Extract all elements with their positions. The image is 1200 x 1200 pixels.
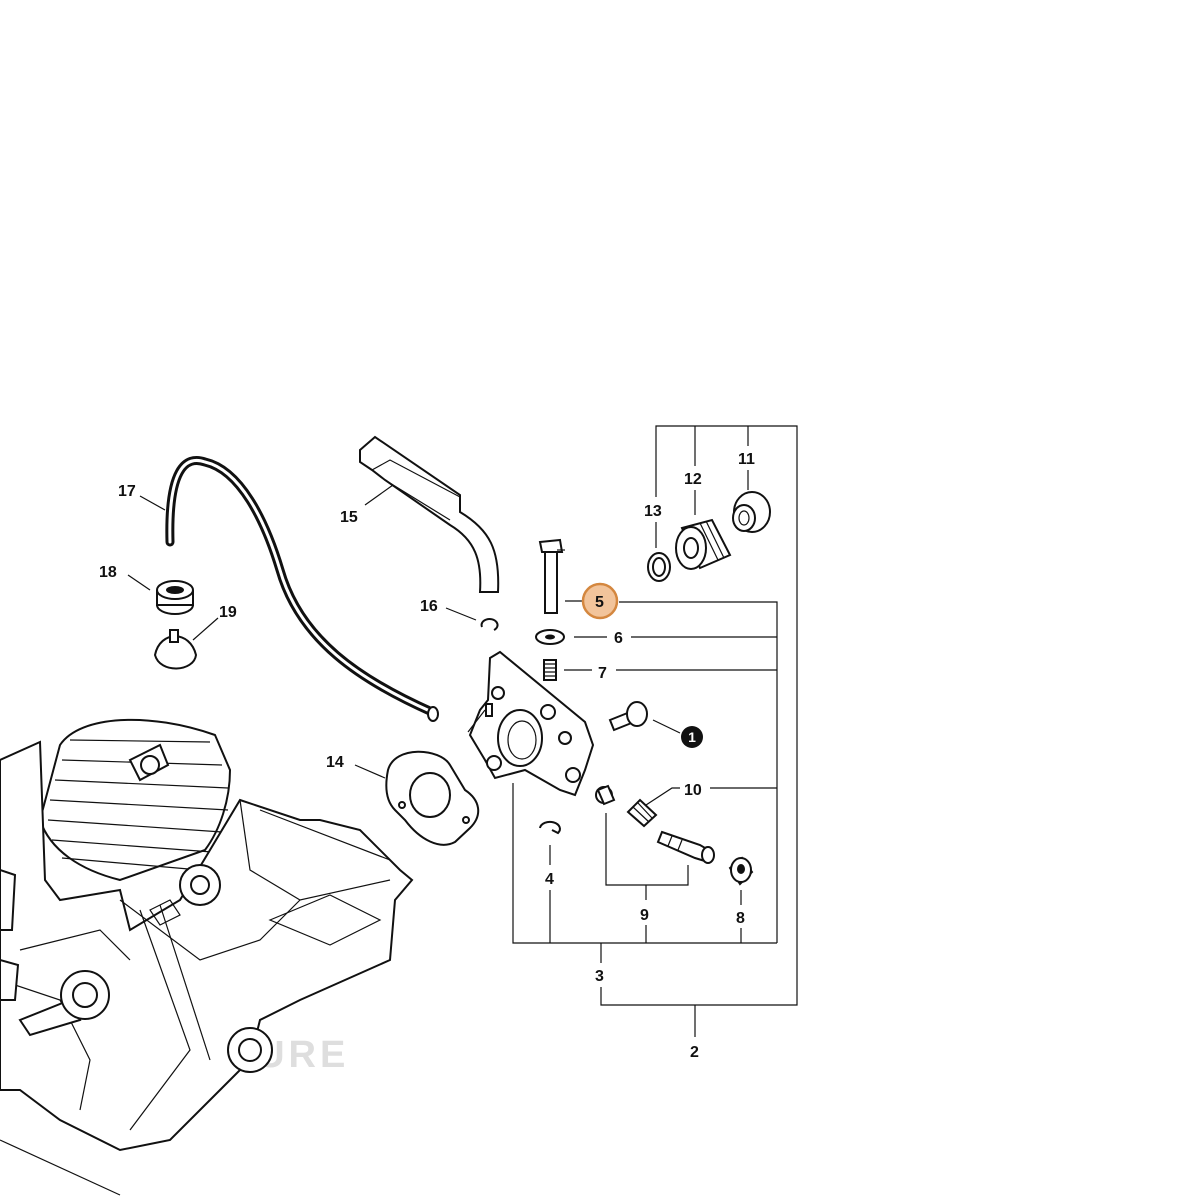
clip-part-16 [480, 618, 499, 631]
washer-part-6 [535, 629, 565, 645]
label-11[interactable]: 11 [738, 451, 755, 468]
grommet-part-18 [156, 580, 194, 615]
label-17[interactable]: 17 [118, 483, 136, 500]
label-7[interactable]: 7 [598, 665, 607, 682]
e-clip-part-4 [539, 820, 561, 835]
label-9[interactable]: 9 [640, 907, 649, 924]
label-6[interactable]: 6 [614, 630, 623, 647]
fuel-filter-part-19 [153, 629, 198, 670]
label-1[interactable]: 1 [688, 729, 696, 745]
part-labels: 17 18 19 15 16 14 5 6 7 1 10 4 9 8 3 2 1… [99, 451, 755, 1061]
label-12[interactable]: 12 [684, 471, 702, 488]
label-13[interactable]: 13 [644, 503, 662, 520]
label-4[interactable]: 4 [545, 871, 554, 888]
engine-crankcase [0, 718, 414, 1196]
label-15[interactable]: 15 [340, 509, 358, 526]
cap-part-8 [728, 856, 754, 886]
label-18[interactable]: 18 [99, 564, 117, 581]
fuel-hose [165, 456, 437, 717]
label-2[interactable]: 2 [690, 1044, 699, 1061]
label-16[interactable]: 16 [420, 598, 438, 615]
label-19[interactable]: 19 [219, 604, 237, 621]
bushing-part-11 [732, 491, 771, 533]
hose-end [427, 706, 439, 722]
gasket-part-14 [385, 750, 480, 846]
part-5-highlight[interactable] [581, 582, 619, 620]
pin-part-5 [538, 538, 565, 614]
bracket-part-15 [359, 435, 500, 593]
screw-part-1 [608, 701, 648, 732]
spring-part-7 [543, 659, 557, 681]
carburetor-body [467, 650, 595, 797]
part-1-badge[interactable] [681, 726, 703, 748]
roller-part-12 [675, 518, 732, 570]
plug-part-9 [595, 784, 616, 806]
washer-part-13 [647, 552, 671, 582]
label-10[interactable]: 10 [684, 782, 702, 799]
label-3[interactable]: 3 [595, 968, 604, 985]
spring-part-9 [626, 798, 658, 828]
adjust-needle-part-10 [656, 830, 715, 864]
label-14[interactable]: 14 [326, 754, 344, 771]
leader-lines [127, 425, 798, 1037]
label-5[interactable]: 5 [595, 594, 604, 611]
label-8[interactable]: 8 [736, 910, 745, 927]
